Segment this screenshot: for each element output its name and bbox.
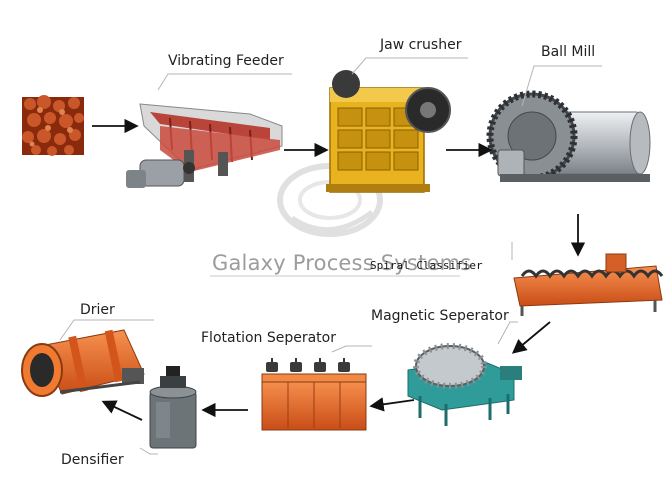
watermark-text: Galaxy Process Systems [212,251,472,275]
label-drier: Drier [80,302,115,318]
label-densifier: Densifier [61,452,124,468]
flow-arrows [92,118,586,421]
jaw-crusher-icon [326,70,451,193]
label-magnetic-separator: Magnetic Seperator [371,308,509,324]
arrow-classifier-to-magnetic [511,321,551,354]
label-ball-mill: Ball Mill [541,44,596,60]
arrow-magnetic-to-flotation [369,397,415,412]
drier-icon [21,329,145,397]
vibrating-feeder-icon [126,103,283,188]
densifier-icon [149,366,197,449]
label-flotation-separator: Flotation Seperator [201,330,336,346]
label-leader-lines [59,57,602,455]
spiral-classifier-icon [513,253,664,316]
ball-mill-icon [486,90,651,182]
ore-pile-icon [22,95,84,156]
magnetic-separator-icon [407,343,522,426]
flotation-separator-icon [261,358,367,431]
label-spiral-classifier: Spiral Classifier [370,259,483,272]
label-jaw-crusher: Jaw crusher [380,37,462,53]
arrow-densifier-to-drier [101,400,143,421]
label-vibrating-feeder: Vibrating Feeder [168,53,284,69]
